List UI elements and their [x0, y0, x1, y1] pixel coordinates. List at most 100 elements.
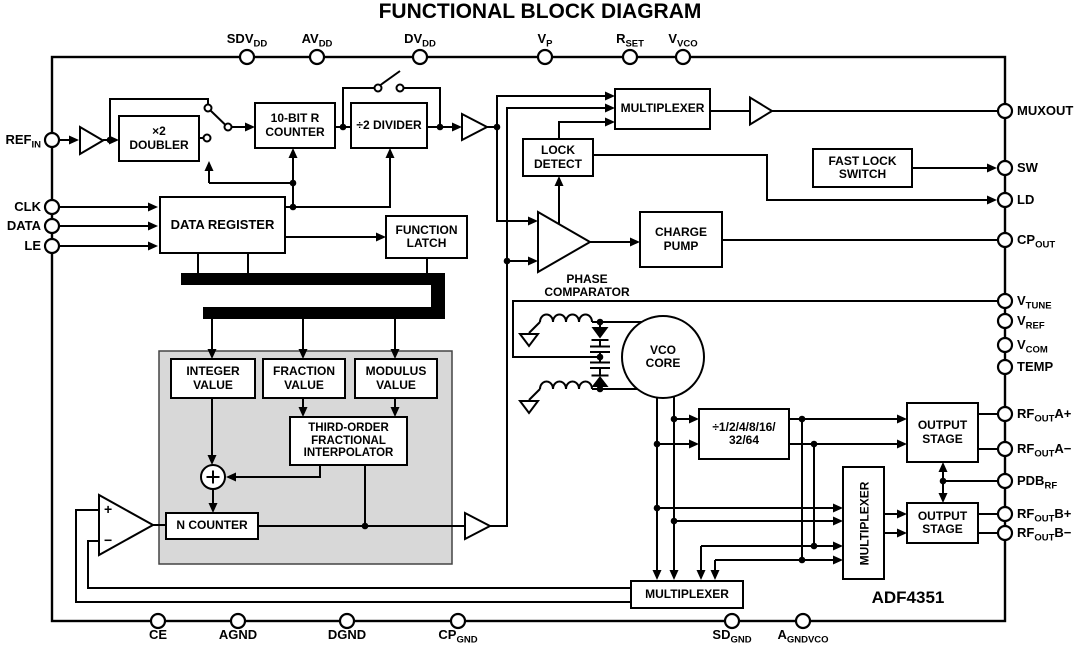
pin-label-rfouta-plus: RFOUTA+	[1017, 406, 1072, 425]
summing-plus-sign	[206, 470, 220, 484]
modulus-value-label: MODULUS VALUE	[365, 364, 427, 392]
pin-label-vcom: VCOM	[1017, 337, 1048, 356]
pin-label-temp: TEMP	[1017, 359, 1054, 374]
lock-detect-box	[522, 138, 594, 177]
pin-refin	[43, 131, 61, 149]
pin-agnd	[229, 612, 247, 630]
pin-label-muxout: MUXOUT	[1017, 103, 1074, 118]
pin-label-clk: CLK	[14, 199, 41, 214]
doubler-box	[118, 115, 200, 162]
rf-divider-box	[698, 408, 790, 460]
vco-core-circle	[621, 315, 705, 399]
pin-sw	[996, 159, 1014, 177]
fraction-value-label: FRACTION VALUE	[273, 364, 335, 392]
page-title: FUNCTIONAL BLOCK DIAGRAM	[378, 0, 702, 23]
vco-core-label: VCO CORE	[645, 342, 681, 370]
pin-label-vp: VP	[537, 31, 553, 50]
pin-clk	[43, 198, 61, 216]
pin-label-avdd: AVDD	[301, 31, 333, 50]
pin-rfoutb-minus	[996, 524, 1014, 542]
pin-label-le: LE	[24, 238, 41, 253]
pin-label-cpout: CPOUT	[1017, 232, 1056, 251]
amp-minus-sign: −	[104, 532, 113, 548]
pin-vcom	[996, 336, 1014, 354]
mux-rf-box	[842, 466, 885, 580]
amp-plus-sign: +	[104, 501, 113, 517]
pin-label-dgnd: DGND	[327, 627, 367, 642]
pin-rset	[621, 48, 639, 66]
mux-rf-labelwrap: MULTIPLEXER	[843, 467, 884, 579]
phase-comparator-label: PHASE COMPARATOR	[544, 272, 630, 300]
pin-label-data: DATA	[6, 218, 41, 233]
pin-muxout	[996, 102, 1014, 120]
switch-contact-icon	[223, 122, 233, 132]
arrowheads	[69, 91, 997, 580]
function-latch-box	[385, 215, 468, 259]
modulus-value-box	[354, 358, 438, 399]
ground-icon	[518, 400, 540, 415]
output-stage-a-box	[906, 402, 979, 463]
pin-sdgnd	[723, 612, 741, 630]
function-latch-label: FUNCTION LATCH	[395, 222, 458, 250]
pin-label-ld: LD	[1017, 192, 1035, 207]
ground-symbols	[518, 333, 540, 415]
pin-label-ce: CE	[148, 627, 168, 642]
output-stage-b-box	[906, 502, 979, 544]
switch-contact-icon	[373, 83, 383, 93]
n-counter-box	[165, 512, 259, 540]
pin-label-rset: RSET	[616, 31, 644, 50]
pin-le	[43, 237, 61, 255]
lock-detect-label: LOCK DETECT	[534, 143, 582, 171]
pin-temp	[996, 358, 1014, 376]
pin-ce	[149, 612, 167, 630]
junction-dots	[106, 123, 947, 564]
pin-vtune	[996, 292, 1014, 310]
data-register-box	[159, 196, 286, 254]
pin-dvdd	[411, 48, 429, 66]
varactor-diode-icon	[591, 376, 609, 387]
pin-label-refin: REFIN	[5, 132, 42, 151]
pin-sdvdd	[238, 48, 256, 66]
pin-label-rfouta-minus: RFOUTA−	[1017, 441, 1072, 460]
ref-path-buffer-icon	[461, 112, 490, 142]
switch-contact-icon	[395, 83, 405, 93]
charge-pump-label: CHARGE PUMP	[654, 225, 707, 253]
pin-pdbrf	[996, 472, 1014, 490]
mux-top-label: MULTIPLEXER	[620, 101, 705, 116]
pin-ld	[996, 191, 1014, 209]
pin-vref	[996, 312, 1014, 330]
output-stage-a-label: OUTPUT STAGE	[917, 418, 968, 446]
pin-label-pdbrf: PDBRF	[1017, 473, 1058, 492]
pin-label-cpgnd: CPGND	[438, 627, 478, 646]
doubler-label: ×2 DOUBLER	[129, 124, 189, 152]
pin-label-sdgnd: SDGND	[712, 627, 752, 646]
mux-top-box	[614, 88, 711, 130]
pin-agndvco	[794, 612, 812, 630]
pin-vp	[536, 48, 554, 66]
pin-vvco	[674, 48, 692, 66]
charge-pump-box	[639, 211, 723, 268]
pin-label-dvdd: DVDD	[404, 31, 436, 50]
ground-icon	[518, 333, 540, 348]
output-stage-b-label: OUTPUT STAGE	[917, 508, 968, 536]
fraction-value-box	[262, 358, 346, 399]
mux-rf-label: MULTIPLEXER	[856, 481, 871, 565]
rf-divider-label: ÷1/2/4/8/16/ 32/64	[712, 419, 776, 447]
blocks	[79, 83, 979, 609]
n-counter-label: N COUNTER	[176, 518, 248, 533]
mux-feedback-box	[630, 580, 744, 609]
pin-label-sdvdd: SDVDD	[226, 31, 268, 50]
data-register-label: DATA REGISTER	[170, 216, 275, 232]
r-counter-label: 10-BIT R COUNTER	[265, 111, 325, 139]
pin-label-rfoutb-plus: RFOUTB+	[1017, 506, 1072, 525]
switch-contact-icon	[202, 133, 212, 143]
interpolator-label: THIRD-ORDER FRACTIONAL INTERPOLATOR	[303, 422, 394, 460]
pin-avdd	[308, 48, 326, 66]
pin-label-sw: SW	[1017, 160, 1038, 175]
part-number: ADF4351	[871, 588, 945, 607]
pin-rfouta-minus	[996, 440, 1014, 458]
pins	[43, 48, 1014, 630]
muxout-buffer-icon	[749, 95, 774, 127]
